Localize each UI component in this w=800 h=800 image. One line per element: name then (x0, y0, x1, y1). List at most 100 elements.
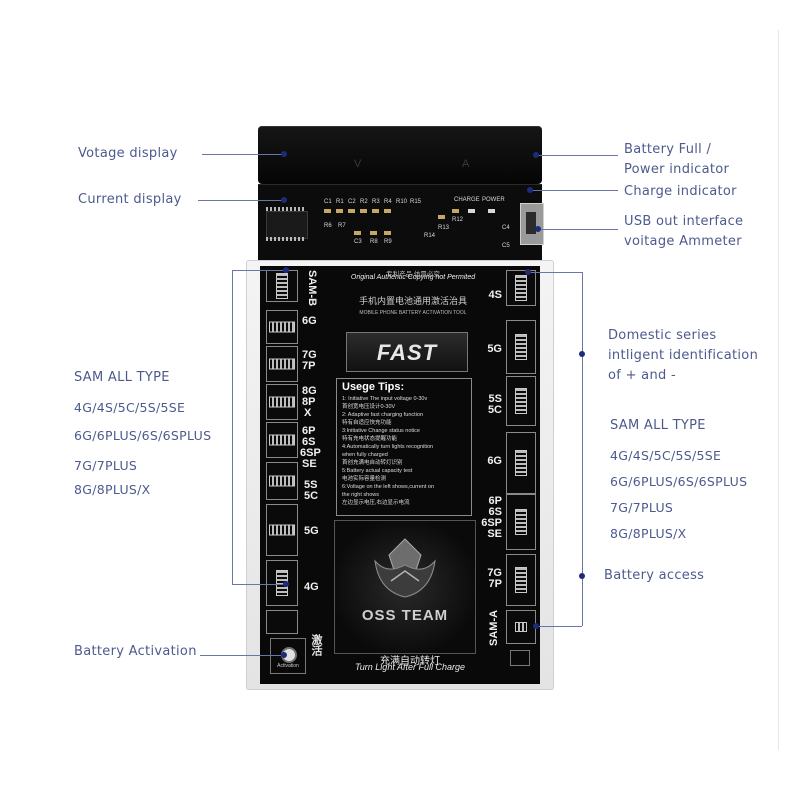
slot-label: 6S (302, 436, 316, 448)
right-bracket-dot (533, 623, 539, 629)
slot-4s-right[interactable] (506, 270, 536, 306)
models-right: 4G/4S/5C/5S/5SE (610, 448, 722, 463)
slot-label: 4G (304, 581, 319, 593)
slot-6g-left[interactable] (266, 310, 298, 344)
pcb-label: C5 (502, 243, 510, 249)
left-bracket-top (232, 270, 286, 271)
slot-label: 5C (304, 490, 319, 502)
domestic-dot (579, 351, 585, 357)
activation-button[interactable]: Activation (270, 638, 306, 674)
slot-label: 8P (302, 396, 316, 408)
slot-5s-left[interactable] (266, 462, 298, 500)
slot-5g-left[interactable] (266, 504, 298, 556)
slot-sam-a[interactable] (506, 610, 536, 644)
pcb-label: R2 (360, 199, 368, 205)
charge-label: CHARGE (454, 197, 480, 203)
slot-5s-right[interactable] (506, 376, 536, 426)
power-label: POWER (482, 197, 505, 203)
slot-6g-right[interactable] (506, 432, 536, 494)
ammeter-label: voitage Ammeter (624, 234, 742, 249)
tip-line: 1: Initiative The input voltage 0-30v (342, 396, 428, 402)
pcb-label: R12 (452, 217, 464, 223)
activation-label: Activation (277, 663, 299, 669)
slot-7g-left[interactable] (266, 346, 298, 382)
left-bracket-dot (283, 581, 289, 587)
contact-pad (510, 650, 530, 666)
authentic-notice: Original Authentic Copying not Permited (350, 274, 476, 281)
models-right: 6G/6PLUS/6S/6SPLUS (610, 474, 748, 489)
charge-indicator-label: Charge indicator (624, 184, 737, 199)
left-bracket-bottom (232, 584, 286, 585)
lcd-display: V A (258, 126, 542, 184)
current-dot (281, 197, 287, 203)
slot-sam-b[interactable] (266, 270, 298, 302)
activation-dot (281, 652, 287, 658)
tip-line: 4:Automatically turn lights recognition (342, 444, 434, 450)
slot-label: 6G (302, 315, 317, 327)
activation-card: SAM-B 6G 7G 7P 8G 8P X 6P 6S 6SP SE 5S 5… (246, 260, 554, 690)
tip-line: 2: Adaptive fast charging function (342, 412, 424, 418)
right-bracket-bottom (536, 626, 582, 627)
slot-label: 5G (304, 525, 319, 537)
usb-port[interactable] (520, 203, 544, 245)
slot-7g-right[interactable] (506, 554, 536, 606)
right-bracket-top (528, 272, 582, 273)
slot-label: SAM-A (488, 609, 500, 646)
models-left: 4G/4S/5C/5S/5SE (74, 400, 186, 415)
domestic-series-label: intligent identification (608, 348, 759, 363)
models-right: 8G/8PLUS/X (610, 526, 687, 541)
slot-label: SAM-B (306, 270, 318, 307)
current-leader (198, 200, 284, 201)
slot-label: 6S (488, 506, 502, 518)
pcb-label: C2 (348, 199, 356, 205)
tip-line: 首创充满电自动转灯识别 (342, 460, 403, 466)
domestic-series-label: Domestic series (608, 328, 717, 343)
slot-6p-right[interactable] (506, 494, 536, 550)
models-left: 7G/7PLUS (74, 458, 138, 473)
slot-label: 6P (488, 495, 502, 507)
pcb-label: R14 (424, 233, 436, 239)
pcb-label: C4 (502, 225, 510, 231)
current-unit: A (462, 158, 470, 170)
pcb-label: C1 (324, 199, 332, 205)
title-en: MOBILE PHONE BATTERY ACTIVATION TOOL (359, 310, 467, 316)
slot-label: 7P (302, 360, 316, 372)
voltage-unit: V (354, 158, 362, 170)
left-bracket (232, 270, 233, 584)
slot-label: 4S (488, 289, 502, 301)
voltage-dot (281, 151, 287, 157)
controller-chip (266, 211, 308, 239)
tip-line: 特有充电状态提醒功能 (342, 436, 398, 442)
control-pcb: C1 R1 C2 R2 R3 R4 R10 R15 R6 R7 C3 R8 R9… (258, 184, 544, 261)
pcb-label: C3 (354, 239, 362, 245)
oss-team-logo-icon (374, 538, 436, 598)
voltage-display-label: Votage display (78, 146, 178, 161)
fast-label: FAST (376, 340, 438, 365)
left-bracket-dot (283, 267, 289, 273)
battery-activation-label: Battery Activation (74, 644, 197, 659)
charge-led (468, 209, 475, 213)
tip-line: when fully charged (342, 452, 388, 458)
pcb-label: R4 (384, 199, 392, 205)
tip-line: 首创宽电压设计0-30V (342, 404, 396, 410)
slot-label: 7G (487, 567, 502, 579)
battery-activation-board: V A C1 R1 C2 R2 R3 R4 R10 R15 R6 R7 C3 R… (246, 126, 554, 690)
usb-leader (538, 229, 618, 230)
usb-dot (535, 226, 541, 232)
tip-line: 左边显示电压,右边显示电流 (342, 500, 410, 506)
sam-all-type-left: SAM ALL TYPE (74, 370, 170, 385)
slot-6p-left[interactable] (266, 422, 298, 458)
activation-cn: 激活 (310, 634, 322, 656)
slot-4g-left[interactable] (266, 560, 298, 606)
slot-spare-left[interactable] (266, 610, 298, 634)
slot-label: 6SP (300, 447, 321, 459)
tip-line: the right shows (342, 492, 379, 498)
slot-8g-left[interactable] (266, 384, 298, 420)
slot-label: 5S (304, 479, 318, 491)
slot-label: 7P (488, 578, 502, 590)
slot-label: 5C (487, 404, 502, 416)
slot-5g-right[interactable] (506, 320, 536, 374)
usb-out-label: USB out interface (624, 214, 744, 229)
pcb-label: R1 (336, 199, 344, 205)
logo-panel: OSS TEAM (334, 520, 476, 654)
